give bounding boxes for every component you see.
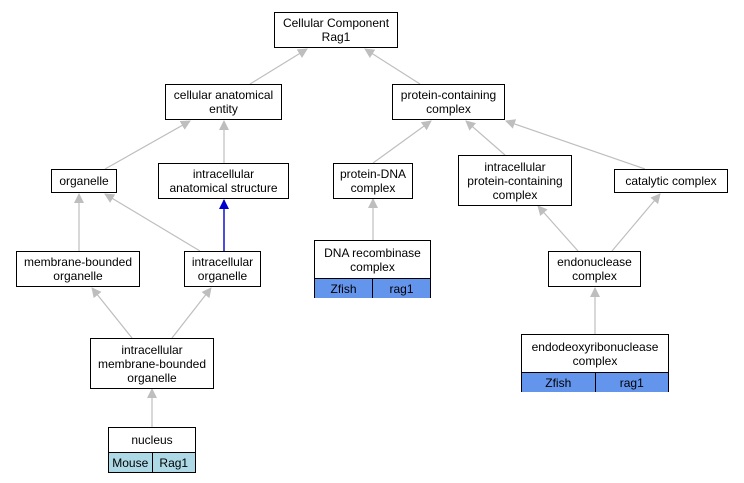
species-cell: Zfish — [522, 373, 595, 392]
node-protein-containing-complex[interactable]: protein-containing complex — [392, 84, 505, 120]
gene-row: Zfish rag1 — [315, 279, 430, 298]
edge-pdna-pcc — [372, 120, 432, 164]
gene-cell: Rag1 — [151, 453, 195, 472]
node-organelle[interactable]: organelle — [51, 169, 117, 193]
gene-row: Zfish rag1 — [522, 373, 668, 392]
edge-imbo-io — [171, 287, 212, 339]
gene-cell: rag1 — [594, 373, 668, 392]
species-cell: Mouse — [109, 453, 152, 472]
gene-row: Mouse Rag1 — [109, 453, 195, 472]
node-intracellular-protein-containing-complex[interactable]: intracellular protein-containing complex — [458, 155, 572, 206]
edge-endo-ipcc — [537, 205, 579, 252]
edge-cat-pcc — [505, 119, 646, 170]
edge-cae-root — [249, 48, 308, 85]
node-nucleus[interactable]: nucleus Mouse Rag1 — [108, 427, 196, 473]
node-label: endodeoxyribonuclease complex — [522, 335, 668, 373]
node-label: DNA recombinase complex — [315, 241, 430, 279]
node-label: nucleus — [109, 428, 195, 453]
node-endodeoxyribonuclease-complex[interactable]: endodeoxyribonuclease complex Zfish rag1 — [521, 334, 669, 392]
gene-cell: rag1 — [372, 279, 430, 298]
species-cell: Zfish — [315, 279, 372, 298]
node-intracellular-membrane-bounded-organelle[interactable]: intracellular membrane-bounded organelle — [90, 338, 214, 389]
node-cellular-anatomical-entity[interactable]: cellular anatomical entity — [165, 84, 282, 120]
node-dna-recombinase-complex[interactable]: DNA recombinase complex Zfish rag1 — [314, 240, 431, 298]
edge-io-organelle — [104, 193, 201, 252]
edge-imbo-mbo — [91, 287, 133, 339]
edge-ipcc-pcc — [465, 120, 506, 156]
node-intracellular-organelle[interactable]: intracellular organelle — [184, 251, 261, 287]
node-protein-dna-complex[interactable]: protein-DNA complex — [333, 163, 413, 199]
edge-endo-cat — [611, 193, 661, 252]
node-intracellular-anatomical-structure[interactable]: intracellular anatomical structure — [158, 163, 289, 199]
edge-pcc-root — [364, 48, 421, 85]
node-cellular-component-rag1[interactable]: Cellular Component Rag1 — [274, 12, 398, 48]
node-catalytic-complex[interactable]: catalytic complex — [614, 169, 728, 193]
edge-organelle-cae — [104, 120, 191, 170]
node-membrane-bounded-organelle[interactable]: membrane-bounded organelle — [16, 251, 140, 287]
node-endonuclease-complex[interactable]: endonuclease complex — [548, 251, 641, 287]
